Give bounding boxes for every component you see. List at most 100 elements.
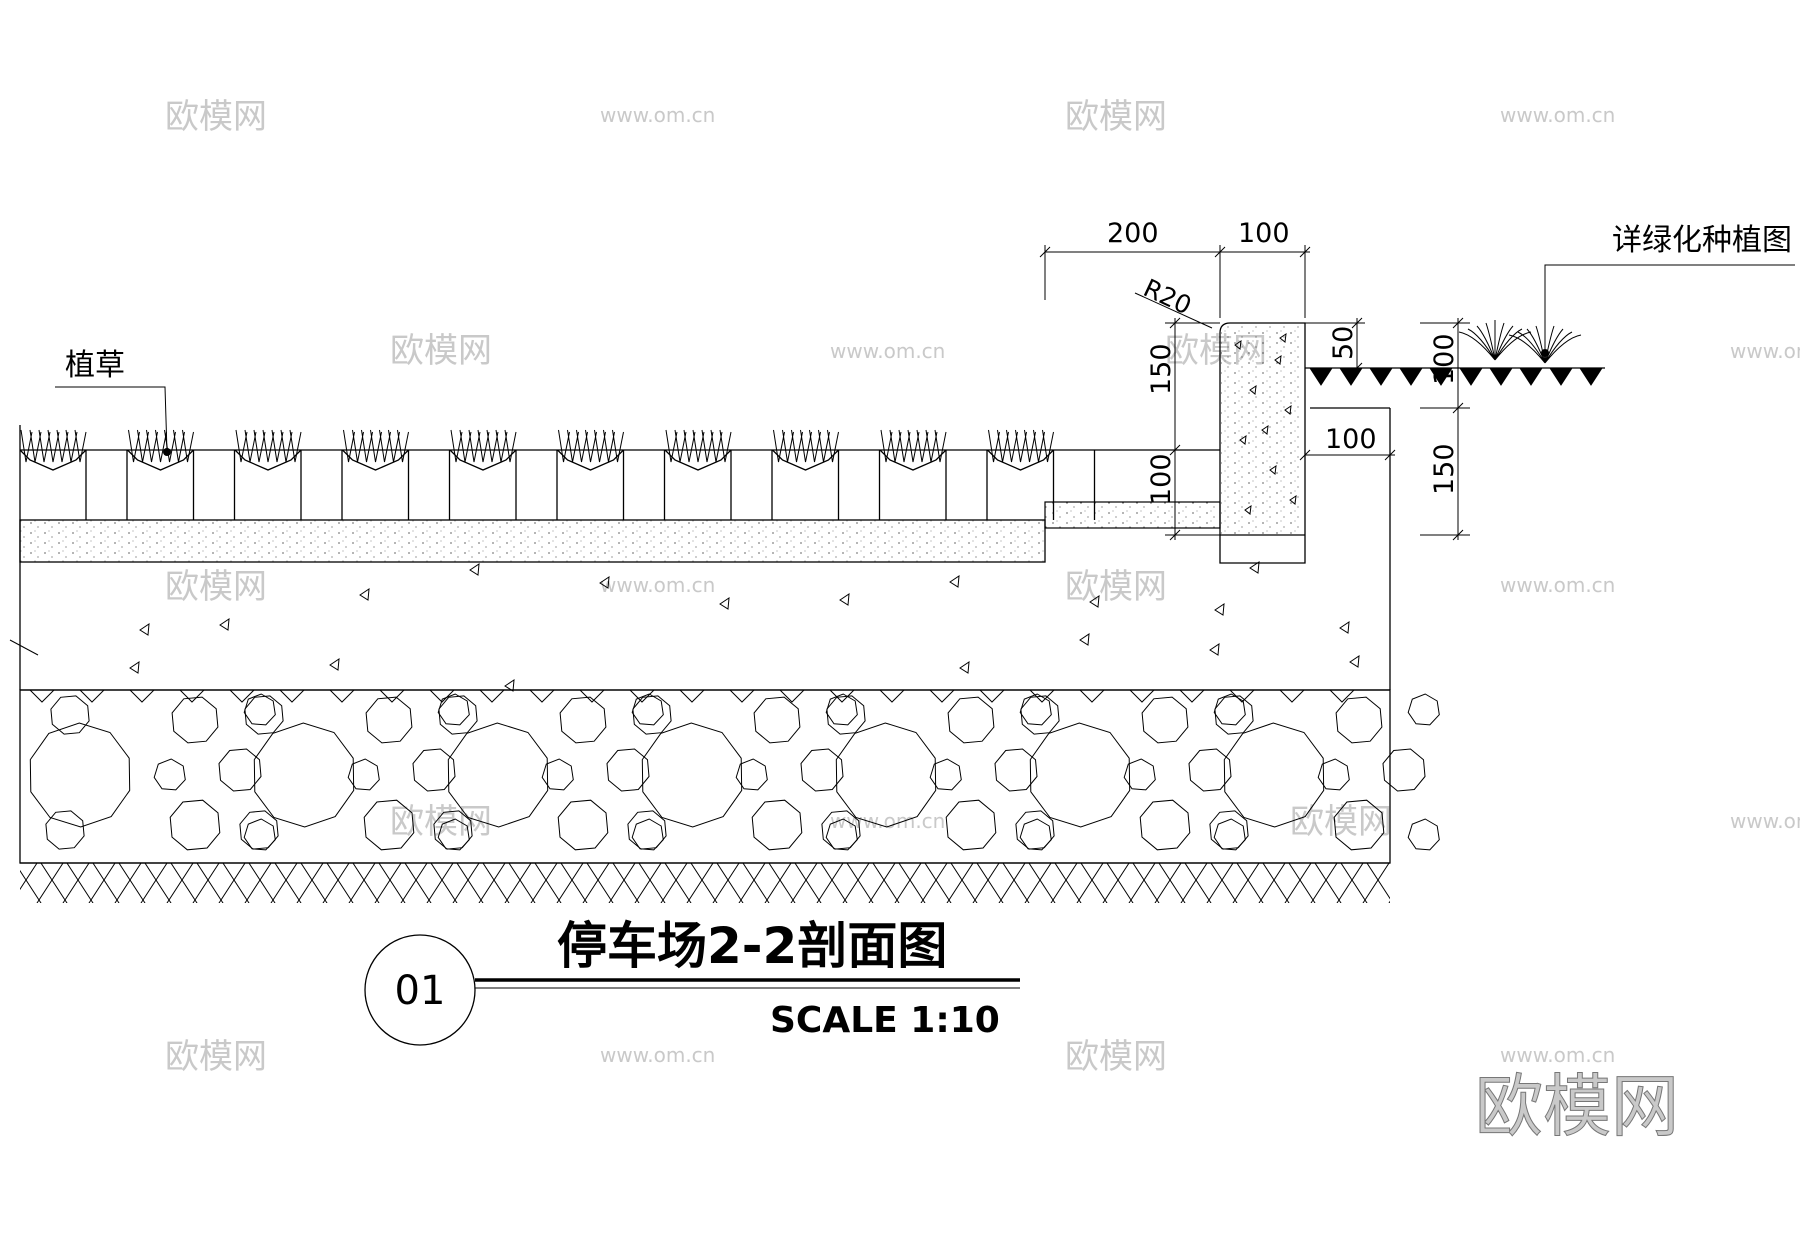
gravel-stone — [947, 696, 995, 744]
gravel-stone — [243, 693, 276, 726]
gravel-stone — [153, 758, 186, 791]
aggregate-mark — [1249, 561, 1260, 574]
gravel-chip — [728, 689, 756, 703]
gravel-stone — [641, 722, 743, 828]
gravel-stone — [825, 693, 858, 726]
grass-tuft — [20, 429, 87, 463]
gravel-stone — [1188, 748, 1232, 792]
gravel-stone — [541, 758, 574, 791]
gravel-chip — [78, 689, 106, 703]
gravel-chip — [28, 689, 56, 703]
gravel-stone — [1214, 695, 1254, 735]
aggregate-mark — [469, 563, 480, 576]
site-watermark: www.om.cn — [600, 1043, 715, 1067]
curb-aggregate — [1279, 332, 1287, 343]
aggregate-mark — [1339, 621, 1350, 634]
gravel-chip — [1278, 689, 1306, 703]
gravel-stone — [825, 818, 858, 851]
detail-number: 01 — [395, 968, 446, 1014]
gravel-stone — [239, 810, 279, 850]
gravel-stone — [437, 818, 470, 851]
curb-aggregate — [1261, 424, 1269, 435]
gravel-stone — [363, 799, 415, 851]
brand-watermark: 欧模网 — [165, 97, 267, 137]
gravel-stone — [606, 748, 650, 792]
gravel-chip — [828, 689, 856, 703]
grass-tuft — [235, 429, 302, 463]
curb-aggregate — [1239, 434, 1247, 445]
gravel-chip — [378, 689, 406, 703]
gravel-chip — [228, 689, 256, 703]
gravel-stone — [1141, 696, 1189, 744]
aggregate-mark — [129, 661, 140, 674]
compacted-soil — [20, 862, 1390, 903]
gravel-stone — [171, 696, 219, 744]
aggregate-mark — [1214, 603, 1225, 616]
grass-tuft — [558, 429, 624, 463]
concrete-aggregate-marks — [129, 561, 1360, 692]
gravel-stone — [1335, 696, 1383, 744]
gravel-stone — [447, 722, 549, 828]
gravel-stone — [800, 748, 844, 792]
gravel-chip — [478, 689, 506, 703]
gravel-chip — [328, 689, 356, 703]
dim-soil: 50 — [1328, 326, 1359, 360]
dimension-lines — [55, 245, 1795, 541]
gravel-stone — [1213, 818, 1246, 851]
turf-line — [1309, 367, 1603, 386]
gravel-chip — [678, 689, 706, 703]
grass-tuft — [880, 429, 947, 463]
brand-watermark: 欧模网 — [1065, 97, 1167, 137]
gravel-chip — [1028, 689, 1056, 703]
grass-tuft — [343, 429, 409, 463]
aggregate-mark — [839, 593, 850, 606]
radius-label: R20 — [1139, 273, 1196, 320]
site-watermark: www.om.cn — [600, 573, 715, 597]
aggregate-mark — [139, 623, 150, 636]
gravel-stone — [1209, 810, 1249, 850]
brand-watermark: 欧模网 — [165, 1037, 267, 1077]
dim-offset: 100 — [1325, 424, 1377, 455]
gravel-chip — [1328, 689, 1356, 703]
gravel-chip — [778, 689, 806, 703]
gravel-stone — [631, 818, 664, 851]
turf-tooth — [1309, 367, 1333, 386]
gravel-chip — [928, 689, 956, 703]
title-block: 01 停车场2-2剖面图 SCALE 1:10 — [364, 917, 1020, 1046]
gravel-stone — [50, 695, 90, 735]
gravel-stone — [438, 695, 478, 735]
grass-tuft — [773, 429, 839, 463]
planting-ref-label: 详绿化种植图 — [1612, 223, 1792, 258]
brand-watermark: 欧模网 — [390, 802, 492, 842]
gravel-stone — [1213, 693, 1246, 726]
gravel-layer — [19, 689, 1440, 864]
gravel-stone — [735, 758, 768, 791]
aggregate-mark — [1079, 633, 1090, 646]
turf-tooth — [1399, 367, 1423, 386]
brand-watermark: 欧模网 — [390, 331, 492, 371]
gravel-stone — [994, 748, 1038, 792]
gravel-stone — [1223, 722, 1325, 828]
gravel-chip — [1078, 689, 1106, 703]
turf-tooth — [1519, 367, 1543, 386]
gravel-chip — [1228, 689, 1256, 703]
aggregate-mark — [949, 575, 960, 588]
dim-step: 150 — [1429, 443, 1460, 495]
grass-tuft — [128, 429, 194, 463]
gravel-chip — [428, 689, 456, 703]
gravel-stone — [1019, 693, 1052, 726]
mortar-bed — [19, 449, 1221, 563]
gravel-chip — [628, 689, 656, 703]
gravel-stone — [632, 695, 672, 735]
gravel-stone — [1139, 799, 1191, 851]
gravel-stone — [1382, 748, 1426, 792]
turf-tooth — [1549, 367, 1573, 386]
aggregate-mark — [1089, 595, 1100, 608]
turf-tooth — [1489, 367, 1513, 386]
curb-aggregate — [1269, 464, 1277, 475]
gravel-chip — [978, 689, 1006, 703]
site-watermark: www.om.cn — [1500, 1043, 1615, 1067]
gravel-chip — [1178, 689, 1206, 703]
grass-tufts — [20, 429, 1054, 463]
